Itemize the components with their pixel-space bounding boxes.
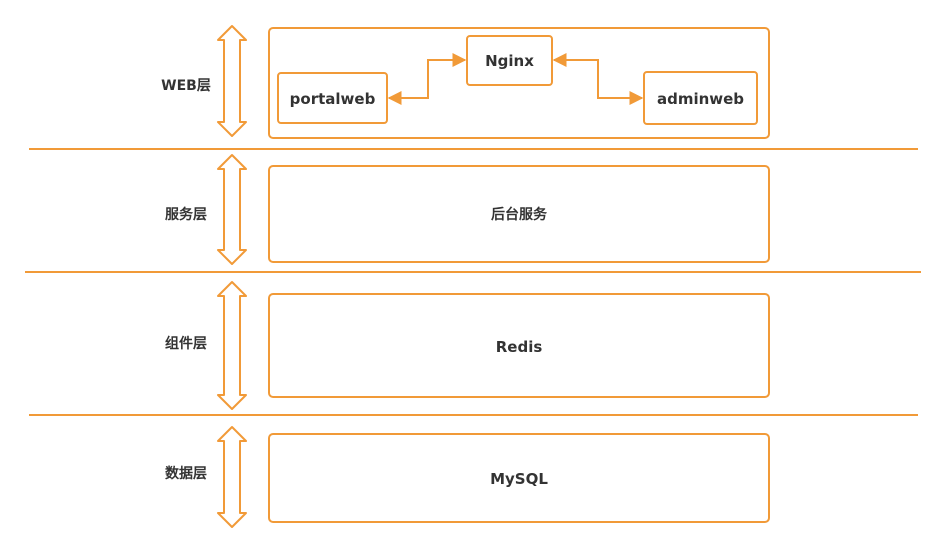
nginx-label: Nginx — [485, 52, 534, 70]
adminweb-box — [643, 71, 758, 125]
redis-box — [268, 293, 770, 398]
redis-label: Redis — [496, 338, 543, 356]
portalweb-box — [277, 72, 388, 124]
web-layer-container — [268, 27, 770, 139]
layer-arrow-service — [217, 154, 247, 265]
backend-service-box — [268, 165, 770, 263]
mysql-box — [268, 433, 770, 523]
layer-label-web: WEB层 — [161, 78, 211, 94]
portalweb-label: portalweb — [290, 90, 376, 108]
connector-portalweb-nginx — [387, 53, 467, 105]
layer-label-data: 数据层 — [165, 465, 207, 482]
backend-service-label: 后台服务 — [491, 206, 548, 223]
layer-label-component: 组件层 — [165, 335, 207, 352]
connector-adminweb-nginx — [552, 53, 644, 105]
layer-arrow-data — [217, 426, 247, 528]
layer-label-service: 服务层 — [165, 206, 207, 223]
layer-arrow-component — [217, 281, 247, 410]
nginx-box — [466, 35, 553, 86]
layer-arrow-web — [217, 25, 247, 137]
mysql-label: MySQL — [490, 470, 548, 488]
adminweb-label: adminweb — [657, 90, 744, 108]
